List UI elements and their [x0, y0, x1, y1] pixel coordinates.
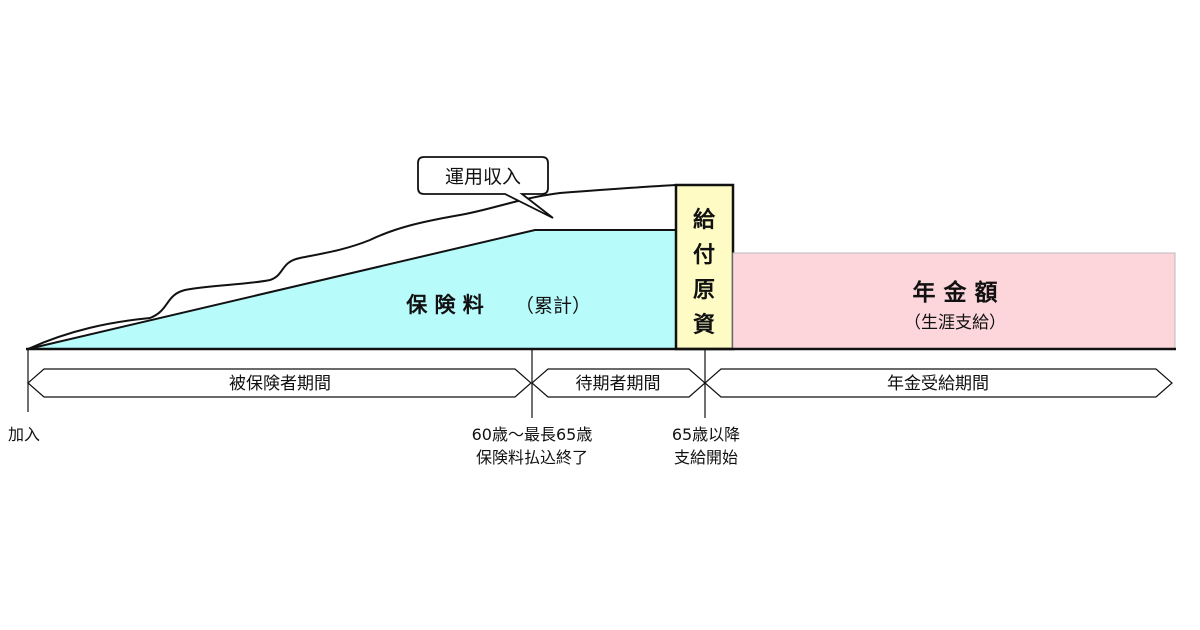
period-label-receiving: 年金受給期間 — [887, 374, 989, 394]
benefit-source-box — [674, 183, 735, 351]
premium-label: 保 険 料 — [405, 293, 484, 317]
period-label-insured: 被保険者期間 — [229, 374, 331, 394]
benefit-source-char-1: 給 — [693, 207, 716, 233]
benefit-source-char-3: 原 — [693, 278, 715, 303]
benefit-source-char-2: 付 — [693, 243, 715, 268]
pension-amount-label: 年 金 額 — [912, 279, 997, 306]
milestone-premium-end-line2: 保険料払込終了 — [476, 448, 588, 467]
period-arrow-receiving — [704, 368, 1173, 398]
benefit-source-char-4: 資 — [693, 312, 715, 338]
period-label-waiting: 待期者期間 — [576, 374, 661, 394]
milestone-premium-end-line1: 60歳～最長65歳 — [472, 425, 593, 444]
milestone-payment-start-line2: 支給開始 — [674, 448, 738, 467]
pension-amount-box — [732, 252, 1176, 350]
pension-sub-label: （生涯支給） — [904, 313, 1006, 333]
milestone-join: 加入 — [8, 425, 40, 444]
premium-area — [27, 229, 677, 350]
investment-income-curve — [27, 184, 677, 350]
period-arrow-insured — [27, 368, 532, 398]
milestone-payment-start-line1: 65歳以降 — [672, 425, 740, 444]
investment-income-label: 運用収入 — [445, 166, 521, 188]
investment-income-callout — [417, 156, 554, 219]
premium-sub-label: （累計） — [515, 295, 591, 317]
